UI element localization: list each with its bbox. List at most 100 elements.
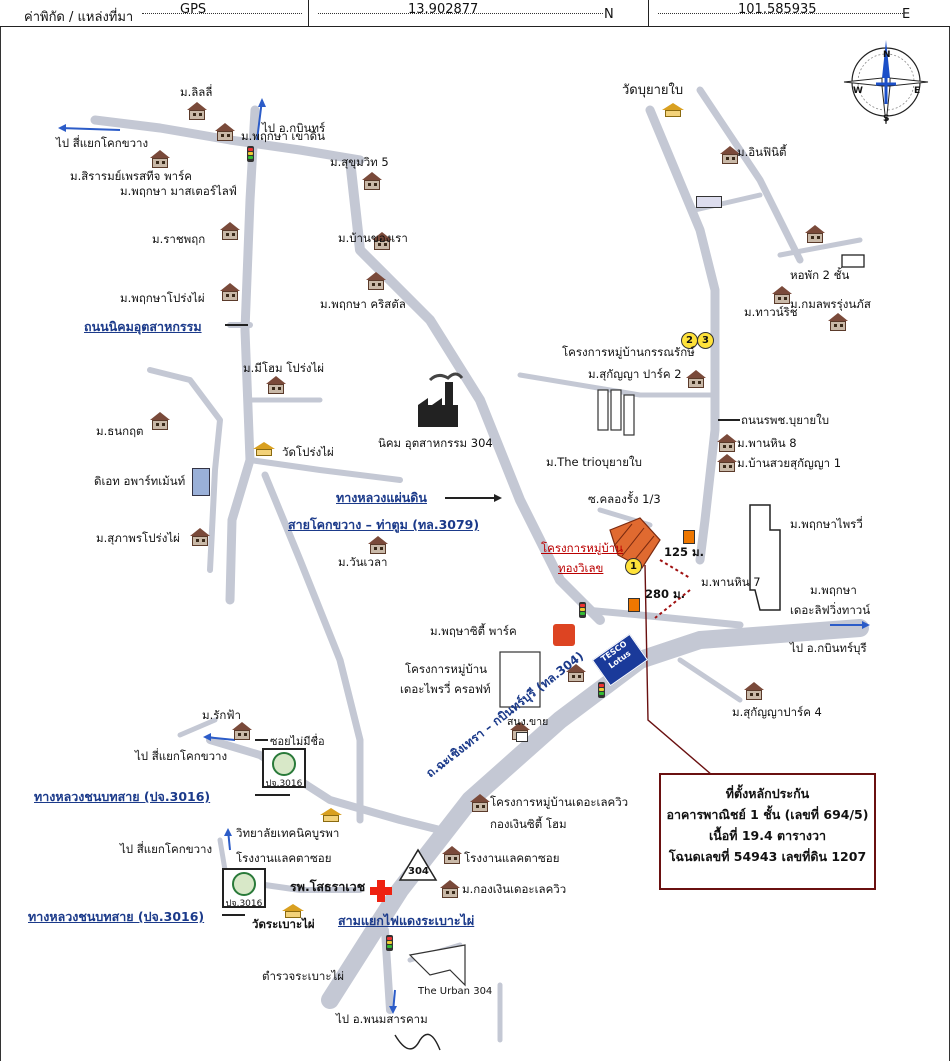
- label-proj-the-villa2: เดอะไพรวี่ ครอฟท์: [400, 682, 491, 696]
- house-icon: [717, 454, 737, 472]
- house-icon: [470, 794, 490, 812]
- apartment-icon: [192, 468, 210, 496]
- label-m-thanakrit: ม.ธนกฤต: [96, 424, 144, 438]
- label-m-wanwela: ม.วันเวลา: [338, 555, 388, 569]
- house-icon: [187, 102, 207, 120]
- house-icon: [805, 225, 825, 243]
- route-3016-badge: ปจ.3016: [262, 748, 306, 789]
- house-icon: [720, 146, 740, 164]
- house-icon: [362, 172, 382, 190]
- label-m-pruksa-delight: เดอะลิฟวิ่งทาวน์: [790, 603, 871, 617]
- compass-n: N: [883, 50, 891, 60]
- compass-rose: N S W E: [840, 34, 932, 126]
- label-m-pharnhin8: ม.พานหิน 8: [737, 436, 797, 450]
- house-icon: [150, 150, 170, 168]
- label-to-phanom: ไป อ.พนมสารคาม: [336, 1012, 428, 1026]
- seven-eleven-icon: [628, 598, 640, 612]
- info-building: อาคารพาณิชย์ 1 ชั้น (เลขที่ 694/5): [666, 807, 869, 822]
- road-route-304: [321, 619, 869, 1009]
- label-m-mihome: ม.มีโฮม โปร่งไผ่: [243, 361, 325, 375]
- road-buyaibai: [645, 105, 720, 565]
- road-3079: [345, 155, 605, 625]
- factory-icon: [418, 372, 464, 427]
- coord-source: GPS: [180, 2, 207, 17]
- label-m-thetrio: ม.The trioบุยายใบ: [546, 455, 642, 469]
- label-wat-rabaopai: วัดระเบาะไผ่: [252, 917, 315, 931]
- house-icon: [566, 664, 586, 682]
- house-icon: [442, 846, 462, 864]
- label-dio-apartment: ดิเอท อพาร์ทเม้นท์: [94, 474, 186, 488]
- latitude-value: 13.902877: [408, 2, 479, 17]
- traffic-light-icon: [579, 602, 586, 618]
- label-factory-right: โรงงานแลคตาซอย: [464, 851, 560, 865]
- label-to-samyaek-mid: ไป สี่แยกโคกขวาง: [135, 749, 228, 763]
- label-m-sukanya-park2: ม.สุกัญญา ปาร์ค 2: [588, 367, 682, 381]
- label-wat-prongpai: วัดโปร่งไผ่: [282, 445, 334, 459]
- label-road-hospital: ถนนรพช.บุยายใบ: [741, 413, 830, 427]
- label-shield-304: 304: [408, 866, 429, 877]
- temple-icon: [662, 103, 684, 117]
- house-icon: [828, 313, 848, 331]
- label-m-sukanya-park4: ม.สุกัญญาปาร์ค 4: [732, 705, 822, 719]
- house-icon: [772, 286, 792, 304]
- label-m-siraram: ม.สิรารมย์เพรสทีจ พาร์ค: [70, 169, 192, 183]
- house-icon: [366, 272, 386, 290]
- label-proj-kannarak: โครงการหมู่บ้านกรรณรักษ์: [562, 345, 695, 359]
- label-urban304: The Urban 304: [418, 986, 493, 997]
- label-m-pharnhin7: ม.พานหิน 7: [701, 575, 761, 589]
- label-proj-thongwilai: โครงการหมู่บ้าน: [541, 541, 624, 555]
- road-left-secondary: [147, 367, 223, 573]
- house-icon: [717, 434, 737, 452]
- label-hospital: รพ.โสธราเวช: [290, 879, 366, 894]
- house-icon: [368, 536, 388, 554]
- temple-icon: [282, 904, 304, 918]
- compass-e: E: [914, 86, 921, 96]
- longitude-dir: E: [902, 7, 911, 22]
- label-m-pruksa-prongpai: ม.พฤกษาโปร่งไผ่: [120, 291, 205, 305]
- label-dorm-2: หอพัก 2 ชั้น: [790, 268, 850, 282]
- compass-s: S: [883, 114, 890, 124]
- latitude-cell: 13.902877 N: [308, 0, 649, 26]
- route-3016-badge: ปจ.3016: [222, 868, 266, 909]
- temple-icon: [253, 442, 275, 456]
- house-icon: [220, 283, 240, 301]
- label-m-pruksa-khaodin: ม.พฤกษา เขาดิน: [241, 129, 326, 143]
- sales-office-icon: [516, 732, 528, 742]
- label-dist-280: 280 ม.: [645, 587, 685, 601]
- label-to-samyaek-top: ไป สี่แยกโคกขวาง: [56, 136, 149, 150]
- label-m-infinity: ม.อินฟินิตี้: [737, 145, 787, 159]
- house-icon: [232, 722, 252, 740]
- house-icon: [686, 370, 706, 388]
- label-m-lilly: ม.ลิลลี่: [180, 85, 213, 99]
- label-road-3016-b: ทางหลวงชนบทสาย (ปจ.3016): [28, 909, 205, 924]
- info-area: เนื้อที่ 19.4 ตารางวา: [708, 828, 827, 843]
- label-m-townrich: ม.ทาวน์ริช: [744, 305, 798, 319]
- traffic-light-icon: [247, 146, 254, 162]
- label-wat-buyaibai: วัดบุยายใบ: [622, 83, 684, 98]
- marker-2: 2: [681, 332, 698, 349]
- sign-icon: [696, 196, 722, 208]
- label-m-kamon: ม.กมลพรรุ่งนภัส: [790, 297, 871, 311]
- label-samyaek: สามแยกไฟแดงระเบาะไผ่: [338, 913, 475, 928]
- label-m-supaporn: ม.สุภาพรโปร่งไผ่: [96, 531, 180, 545]
- marker-3: 3: [697, 332, 714, 349]
- label-dist-125: 125 ม.: [664, 545, 704, 559]
- label-m-kongngern-lakewood: ม.กองเงินเดอะเลควิว: [462, 882, 567, 896]
- house-icon: [744, 682, 764, 700]
- label-highway-route: สายโคกขวาง – ท่าตูม (ทล.3079): [288, 517, 480, 532]
- traffic-light-icon: [386, 935, 393, 951]
- latitude-dir: N: [604, 7, 614, 22]
- label-college: วิทยาลัยเทคนิคบูรพา: [236, 826, 340, 840]
- house-icon: [266, 376, 286, 394]
- label-m-baansuay: ม.บ้านสวยสุกัญญา 1: [737, 456, 842, 470]
- label-soi-no-name: ซอยไม่มีชื่อ: [270, 735, 325, 748]
- coordinate-header: ค่าพิกัด / แหล่งที่มา GPS 13.902877 N 10…: [0, 0, 950, 27]
- label-police: ตำรวจระเบาะไผ่: [262, 969, 345, 983]
- house-icon: [150, 412, 170, 430]
- house-icon: [215, 123, 235, 141]
- label-proj-delakewood: โครงการหมู่บ้านเดอะเลควิว: [490, 795, 629, 809]
- info-deed: โฉนดเลขที่ 54943 เลขที่ดิน 1207: [668, 849, 867, 864]
- label-road-3016-a: ทางหลวงชนบทสาย (ปจ.3016): [34, 789, 211, 804]
- marker-1: 1: [625, 558, 642, 575]
- label-m-rakfa: ม.รักฟ้า: [202, 708, 241, 722]
